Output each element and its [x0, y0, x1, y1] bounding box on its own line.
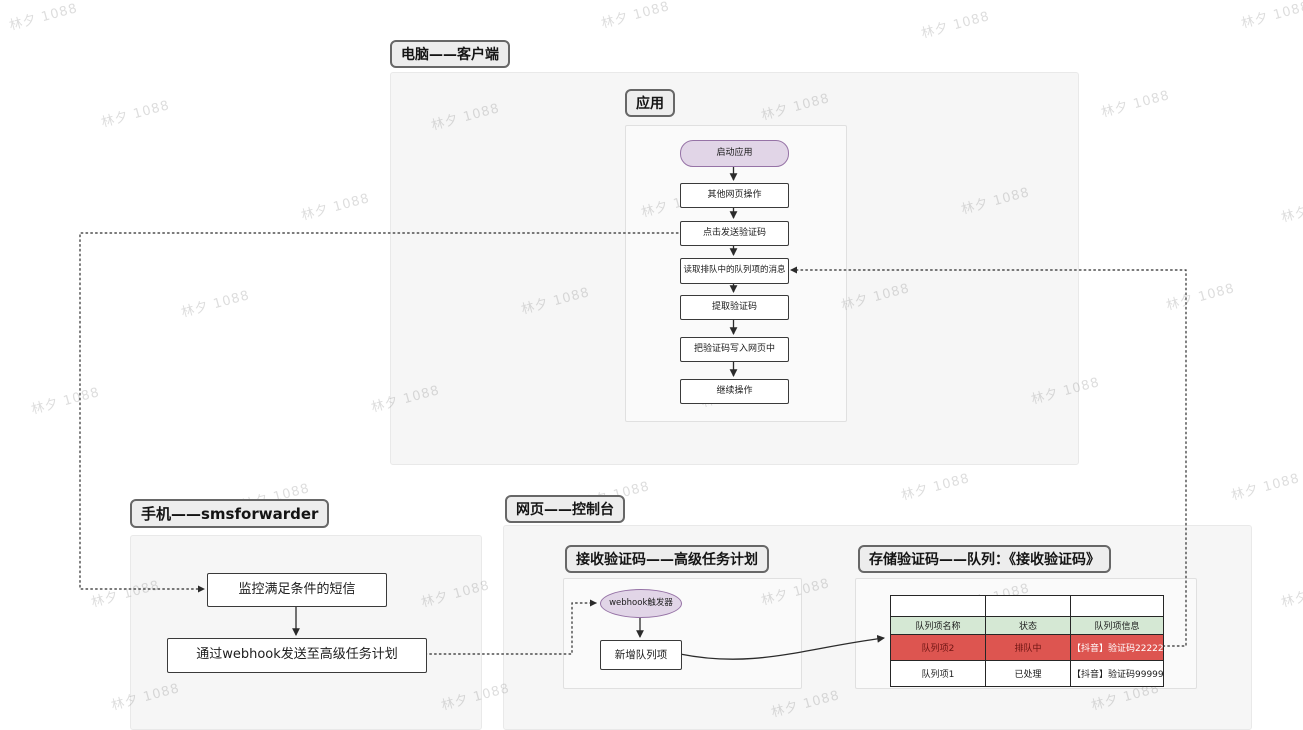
cell-item-name: 队列项1 [890, 660, 986, 687]
node-monitor-sms: 监控满足条件的短信 [207, 573, 387, 607]
connector-webhook-to-trigger [424, 599, 597, 655]
connector-add-item-to-queue-table [679, 634, 886, 660]
col-header-info: 队列项信息 [1070, 616, 1164, 635]
node-start-app: 启动应用 [680, 140, 789, 167]
table-row-processed: 队列项1 已处理 【抖音】验证码99999 [890, 660, 1164, 687]
phone-label: 手机——smsforwarder [130, 499, 330, 528]
cell-item-status: 排队中 [985, 634, 1071, 661]
console-label: 网页——控制台 [505, 495, 625, 523]
table-row-queued: 队列项2 排队中 【抖音】验证码22222 [890, 634, 1164, 661]
cell-item-name: 队列项2 [890, 634, 986, 661]
cell-item-status: 已处理 [985, 660, 1071, 687]
blank-cell [985, 595, 1071, 617]
phone-container [130, 535, 482, 730]
col-header-status: 状态 [985, 616, 1071, 635]
receive-section-label: 接收验证码——高级任务计划 [565, 545, 769, 573]
node-write-code-to-page: 把验证码写入网页中 [680, 337, 789, 362]
node-webhook-send: 通过webhook发送至高级任务计划 [167, 638, 427, 673]
node-add-queue-item: 新增队列项 [600, 640, 682, 670]
queue-table: 队列项名称 状态 队列项信息 队列项2 排队中 【抖音】验证码22222 队列项… [890, 595, 1164, 687]
node-webhook-trigger: webhook触发器 [600, 589, 682, 618]
store-section-label: 存储验证码——队列：《接收验证码》 [858, 545, 1111, 573]
node-click-send-code: 点击发送验证码 [680, 221, 789, 246]
blank-cell [1070, 595, 1164, 617]
node-extract-code: 提取验证码 [680, 295, 789, 320]
table-blank-row [890, 595, 1164, 617]
connector-send-code-to-sms-monitor [79, 232, 679, 593]
computer-client-label: 电脑——客户端 [390, 40, 510, 68]
app-label: 应用 [625, 89, 675, 117]
blank-cell [890, 595, 986, 617]
node-read-queue-message: 读取排队中的队列项的消息 [680, 258, 789, 284]
col-header-name: 队列项名称 [890, 616, 986, 635]
table-header-row: 队列项名称 状态 队列项信息 [890, 616, 1164, 635]
cell-item-info: 【抖音】验证码99999 [1070, 660, 1164, 687]
connector-queue-to-read-message [790, 266, 1187, 647]
cell-item-info: 【抖音】验证码22222 [1070, 634, 1164, 661]
node-continue-ops: 继续操作 [680, 379, 789, 404]
node-other-web-ops: 其他网页操作 [680, 183, 789, 208]
